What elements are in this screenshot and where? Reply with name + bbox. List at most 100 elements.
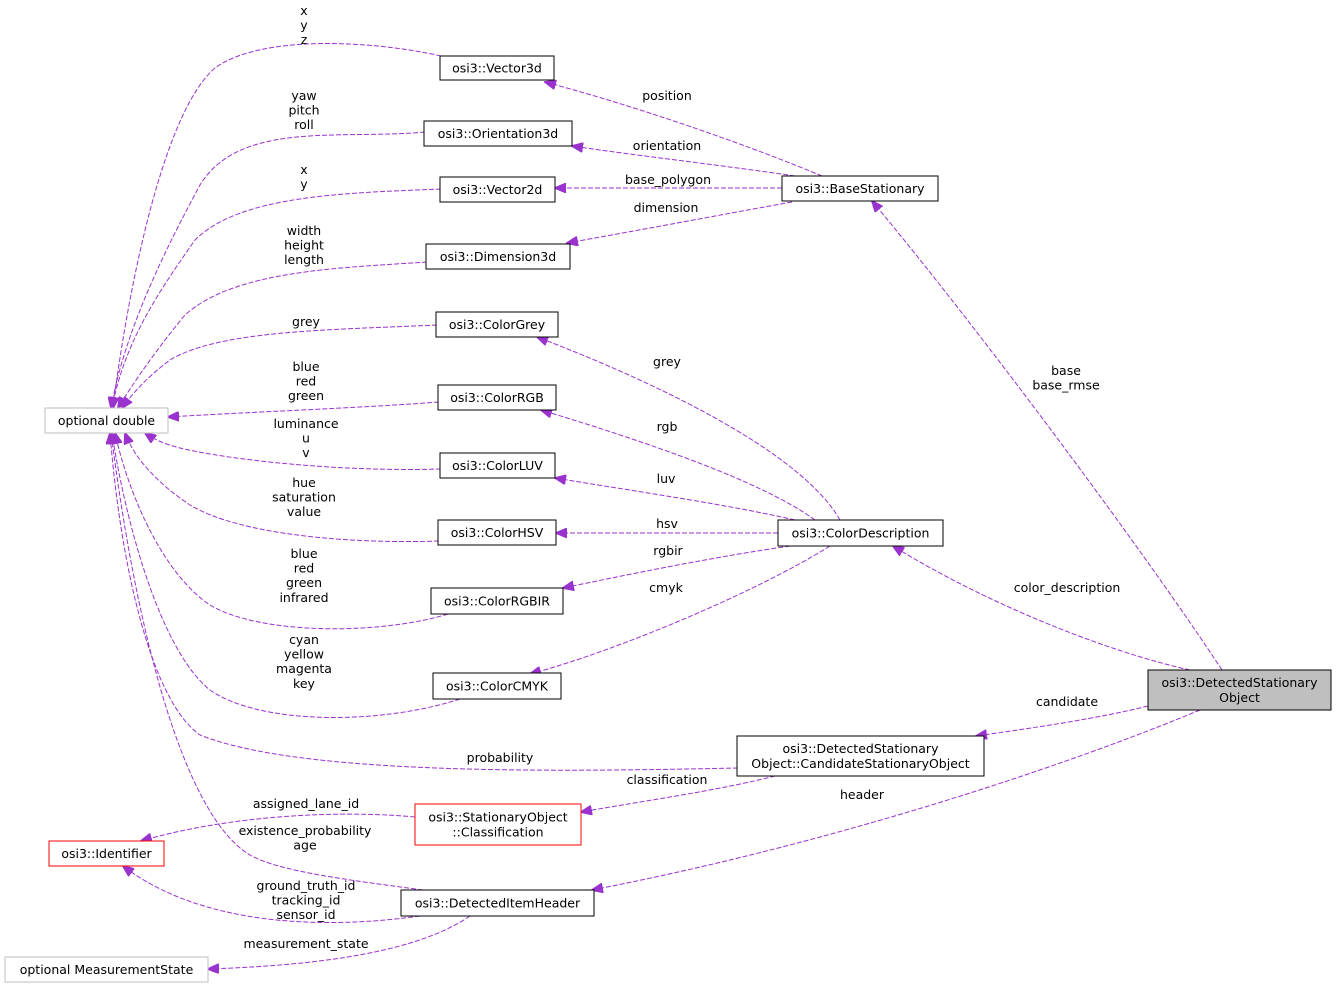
edge-label-main-hdr: header (840, 787, 885, 802)
node-colorluv[interactable]: osi3::ColorLUV (439, 452, 556, 479)
edge-cd-cmyk (530, 545, 831, 674)
edge-cand-opt (110, 433, 739, 771)
edge-luv-opt (145, 433, 442, 470)
edge-cd-luv (555, 478, 796, 521)
node-itemheader[interactable]: osi3::DetectedItemHeader (400, 889, 595, 917)
node-colorcmyk[interactable]: osi3::ColorCMYK (432, 672, 562, 700)
edge-base-dim (567, 201, 793, 243)
node-box-colorrgbir[interactable] (430, 587, 564, 615)
edge-main-base (872, 201, 1223, 671)
node-box-colorrgb[interactable] (437, 384, 557, 411)
edge-grey-opt (122, 324, 438, 408)
node-label-basestationary: osi3::BaseStationary (795, 181, 925, 196)
node-box-vector3d[interactable] (439, 55, 555, 81)
node-vector2d[interactable]: osi3::Vector2d (439, 176, 556, 203)
edge-cd-grey (537, 337, 841, 521)
edge-vec2d-opt (112, 188, 442, 408)
edge-label-cd-luv: luv (657, 471, 676, 486)
node-label-dimension3d: osi3::Dimension3d (440, 249, 556, 264)
node-label-optmeas: optional MeasurementState (20, 962, 194, 977)
node-identifier[interactable]: osi3::Identifier (48, 840, 165, 867)
edge-hdr-meas (208, 915, 471, 969)
node-label-identifier: osi3::Identifier (61, 846, 152, 861)
edge-hsv-opt (125, 433, 440, 543)
node-label-colorrgb: osi3::ColorRGB (450, 390, 544, 405)
edge-label-class-id: assigned_lane_id (253, 796, 359, 811)
node-colordesc[interactable]: osi3::ColorDescription (777, 519, 944, 547)
edge-cd-rgbir (563, 545, 791, 588)
node-box-optdouble[interactable] (44, 407, 169, 434)
edge-vec3d-opt (113, 43, 442, 408)
edge-label-main-cd: color_description (1014, 580, 1121, 595)
edge-label-base-ori: orientation (633, 138, 701, 153)
edge-main-hdr (592, 709, 1201, 890)
node-colorrgb[interactable]: osi3::ColorRGB (437, 384, 557, 411)
node-box-colorgrey[interactable] (435, 311, 559, 338)
edge-base-vec3d (545, 82, 823, 177)
node-box-optmeas[interactable] (4, 956, 209, 983)
node-colorrgbir[interactable]: osi3::ColorRGBIR (430, 587, 564, 615)
edge-label-cd-cmyk: cmyk (649, 580, 683, 595)
edge-rgb-opt (168, 401, 440, 417)
node-label-vector2d: osi3::Vector2d (453, 182, 543, 197)
node-orientation3d[interactable]: osi3::Orientation3d (423, 120, 573, 147)
node-label-optdouble: optional double (58, 413, 156, 428)
edge-ori-opt (111, 131, 426, 408)
node-optmeas[interactable]: optional MeasurementState (4, 956, 209, 983)
node-vector3d[interactable]: osi3::Vector3d (439, 55, 555, 81)
edge-label-hdr-meas: measurement_state (243, 936, 368, 951)
node-box-vector2d[interactable] (439, 176, 556, 203)
node-box-colordesc[interactable] (777, 519, 944, 547)
edge-main-cd (893, 546, 1191, 671)
node-box-colorcmyk[interactable] (432, 672, 562, 700)
edge-label-base-dim: dimension (634, 200, 699, 215)
node-label-colorhsv: osi3::ColorHSV (451, 525, 544, 540)
node-box-colorluv[interactable] (439, 452, 556, 479)
node-label-orientation3d: osi3::Orientation3d (438, 126, 558, 141)
node-box-main[interactable] (1147, 669, 1332, 711)
node-label-colordesc: osi3::ColorDescription (792, 526, 930, 541)
node-label-colorluv: osi3::ColorLUV (452, 458, 543, 473)
node-box-basestationary[interactable] (781, 175, 939, 202)
node-box-itemheader[interactable] (400, 889, 595, 917)
node-colorhsv[interactable]: osi3::ColorHSV (437, 519, 557, 546)
node-basestationary[interactable]: osi3::BaseStationary (781, 175, 939, 202)
edge-label-base-vec3d: position (642, 88, 692, 103)
node-box-identifier[interactable] (48, 840, 165, 867)
edge-cand-class (581, 775, 776, 812)
node-label-colorgrey: osi3::ColorGrey (449, 317, 546, 332)
node-box-candidate[interactable] (736, 735, 985, 777)
node-label-vector3d: osi3::Vector3d (452, 61, 542, 76)
node-box-dimension3d[interactable] (425, 243, 571, 270)
edge-label-grey-opt: grey (292, 314, 320, 329)
edge-label-cand-class: classification (627, 772, 708, 787)
node-box-classification[interactable] (414, 803, 582, 846)
edge-base-ori (572, 146, 796, 177)
edge-hdr-id (123, 866, 421, 924)
node-label-itemheader: osi3::DetectedItemHeader (415, 896, 581, 911)
node-classification[interactable]: osi3::StationaryObject::Classification (414, 803, 582, 846)
node-dimension3d[interactable]: osi3::Dimension3d (425, 243, 571, 270)
node-box-colorhsv[interactable] (437, 519, 557, 546)
edge-label-main-cand: candidate (1036, 694, 1098, 709)
node-colorgrey[interactable]: osi3::ColorGrey (435, 311, 559, 338)
node-optdouble[interactable]: optional double (44, 407, 169, 434)
node-box-orientation3d[interactable] (423, 120, 573, 147)
edge-label-cand-opt: probability (467, 750, 534, 765)
